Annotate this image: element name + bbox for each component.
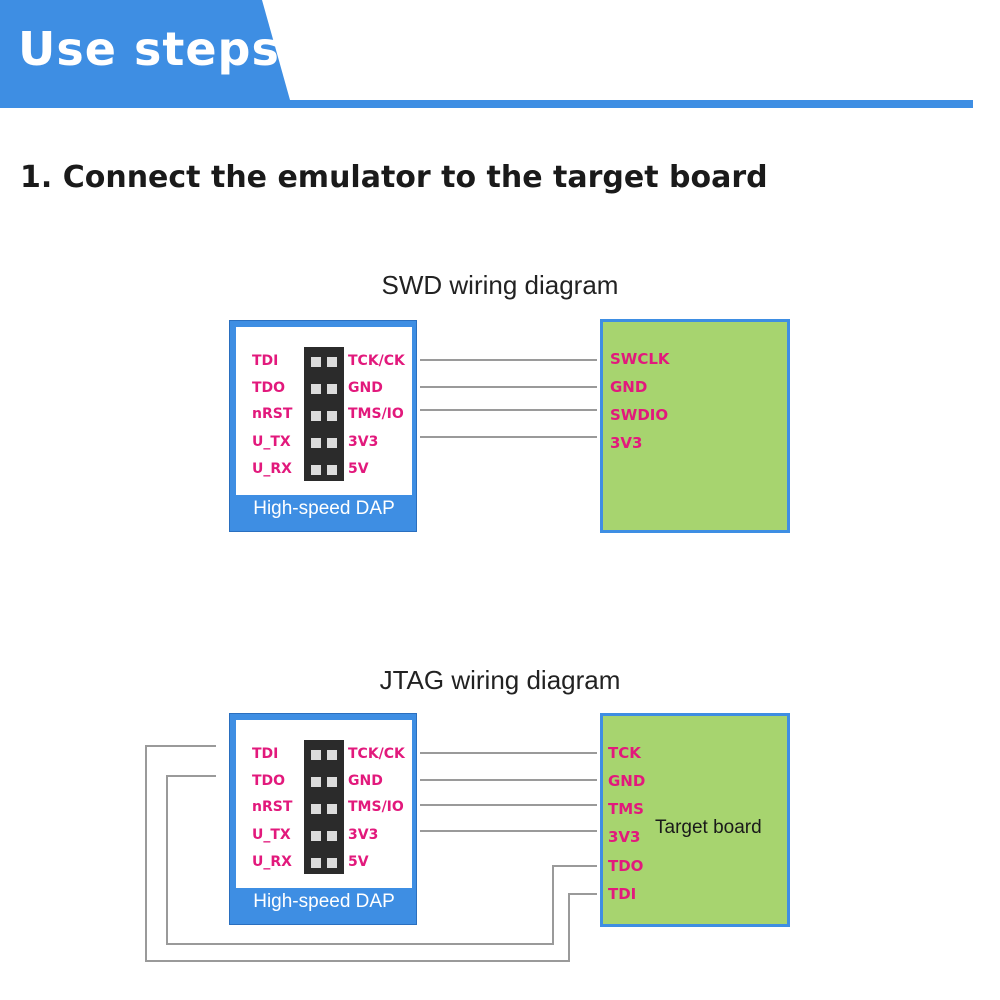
dap-pinout-panel: TDI TDO nRST U_TX U_RX TCK/CK GND TMS/IO… [236,327,412,495]
header-pin-hole [311,411,321,421]
header-pin-hole [311,750,321,760]
target-pin: SWCLK [610,350,670,368]
target-board-label: Target board [655,817,762,838]
target-pin: SWDIO [610,406,669,424]
header-pin-hole [327,777,337,787]
header-pin-hole [327,804,337,814]
dap-pin-left: U_TX [252,434,291,450]
dap-pin-right: TMS/IO [348,799,404,815]
target-pin: TCK [608,744,641,762]
dap-pinout-panel: TDI TDO nRST U_TX U_RX TCK/CK GND TMS/IO… [236,720,412,888]
dap-pin-right: 3V3 [348,827,379,843]
header-pin-hole [327,357,337,367]
target-pin: 3V3 [608,828,641,846]
dap-pin-left: TDO [252,773,286,789]
dap-pin-right: GND [348,380,383,396]
header-pin-hole [327,858,337,868]
header-pin-hole [311,384,321,394]
swd-diagram-title: SWD wiring diagram [381,270,619,300]
dap-pin-left: TDO [252,380,286,396]
dap-pin-right: 3V3 [348,434,379,450]
pin-header-connector [304,347,344,481]
header-pin-hole [311,804,321,814]
header-banner [0,0,973,108]
header-pin-hole [311,465,321,475]
target-pin: GND [608,772,646,790]
dap-pin-left: U_RX [252,854,292,870]
dap-pin-left: TDI [252,746,279,762]
jtag-diagram-title: JTAG wiring diagram [379,665,621,695]
dap-label: High-speed DAP [253,498,395,519]
header-pin-hole [327,831,337,841]
jtag-dap-module: TDI TDO nRST U_TX U_RX TCK/CK GND TMS/IO… [229,713,417,925]
wire-tdi-loop [145,745,597,962]
header-pin-hole [311,831,321,841]
dap-pin-right: TCK/CK [348,353,405,369]
header-pin-hole [311,357,321,367]
target-pin: GND [610,378,648,396]
banner-underline [0,100,973,108]
banner-tab-shape [0,0,290,100]
swd-dap-module: TDI TDO nRST U_TX U_RX TCK/CK GND TMS/IO… [229,320,417,532]
target-pin: TMS [608,800,644,818]
header-pin-hole [311,858,321,868]
header-pin-hole [327,384,337,394]
step-heading: 1. Connect the emulator to the target bo… [20,160,768,195]
pin-header-connector [304,740,344,874]
header-pin-hole [327,750,337,760]
wire-tdo-loop [166,775,597,945]
header-pin-hole [327,465,337,475]
target-pin: TDI [608,885,637,903]
target-pin: TDO [608,857,644,875]
page-title: Use steps [18,22,280,76]
header-pin-hole [311,777,321,787]
dap-pin-left: nRST [252,406,293,422]
target-pin: 3V3 [610,434,643,452]
dap-pin-right: GND [348,773,383,789]
dap-pin-right: 5V [348,854,369,870]
header-pin-hole [327,438,337,448]
header-pin-hole [311,438,321,448]
swd-target-board: SWCLK GND SWDIO 3V3 [600,319,790,533]
header-pin-hole [327,411,337,421]
dap-pin-right: TMS/IO [348,406,404,422]
dap-pin-right: TCK/CK [348,746,405,762]
dap-pin-right: 5V [348,461,369,477]
dap-pin-left: U_TX [252,827,291,843]
dap-pin-left: nRST [252,799,293,815]
dap-pin-left: TDI [252,353,279,369]
dap-pin-left: U_RX [252,461,292,477]
dap-label: High-speed DAP [253,891,395,912]
jtag-target-board: TCK GND TMS 3V3 TDO TDI Target board [600,713,790,927]
